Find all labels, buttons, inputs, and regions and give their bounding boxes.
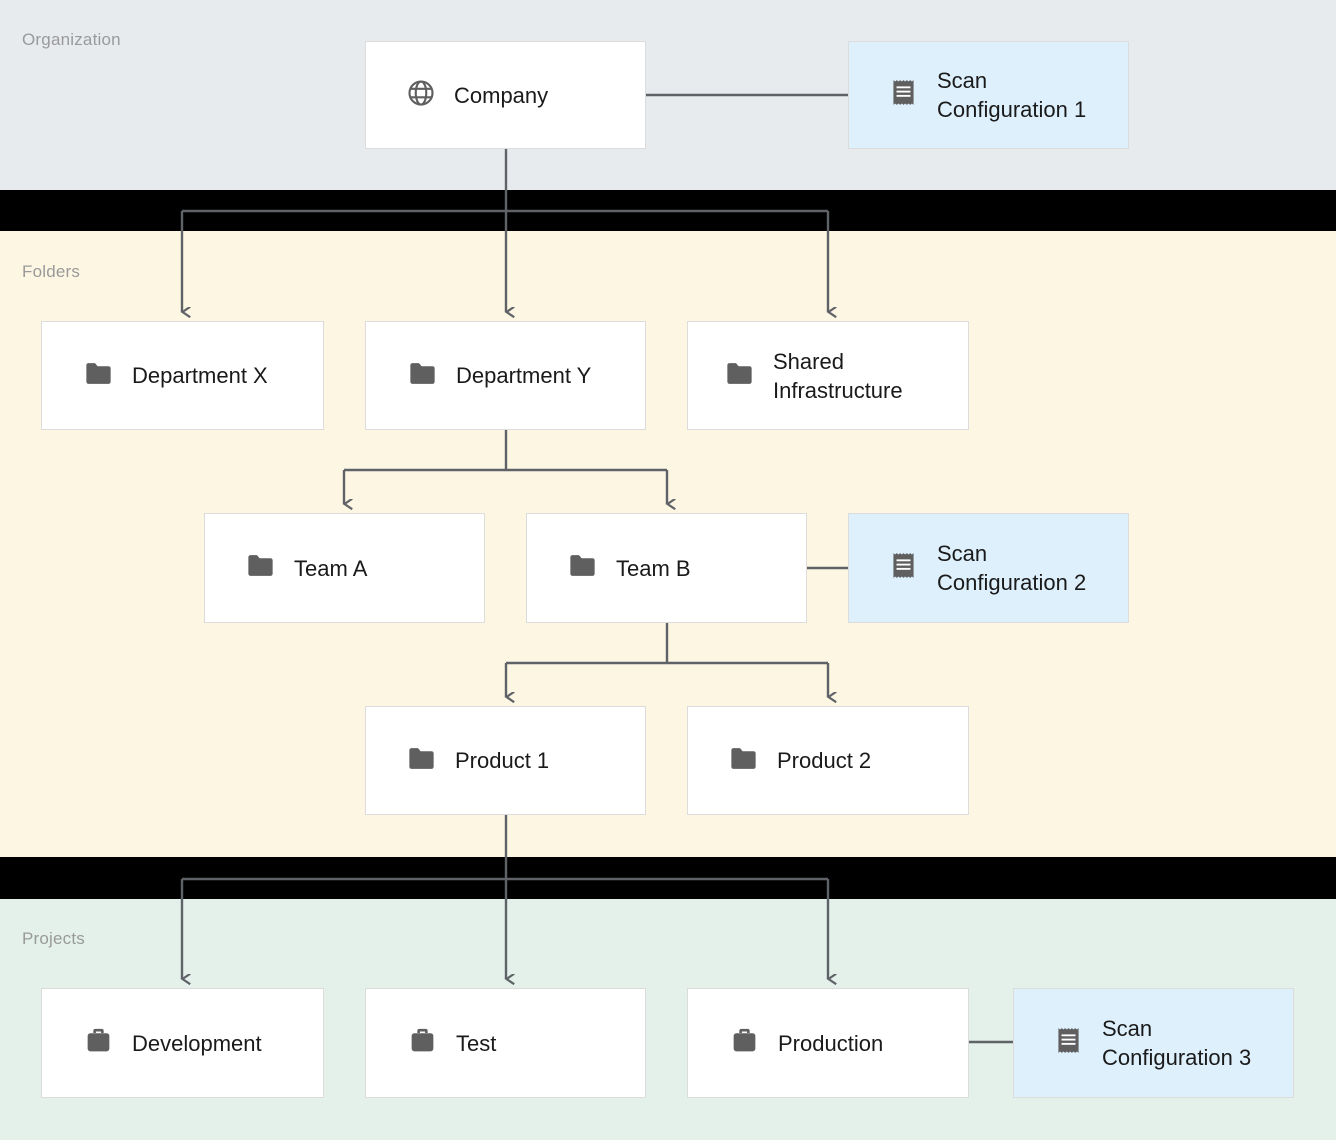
folder-icon: [728, 743, 759, 779]
folder-icon: [407, 358, 438, 394]
node-label: Shared Infrastructure: [773, 348, 903, 403]
node-scan-configuration-3[interactable]: Scan Configuration 3: [1013, 988, 1294, 1098]
node-team-b[interactable]: Team B: [526, 513, 807, 623]
node-label: Department X: [132, 363, 268, 388]
node-production[interactable]: Production: [687, 988, 969, 1098]
globe-icon: [406, 78, 436, 113]
node-label: Product 1: [455, 748, 550, 773]
folder-icon: [406, 743, 437, 779]
node-company[interactable]: Company: [365, 41, 646, 149]
folder-icon: [245, 550, 276, 586]
node-label: Scan Configuration 1: [937, 68, 1087, 122]
node-label: Development: [132, 1030, 262, 1056]
node-label: Company: [454, 82, 549, 108]
node-label: Department Y: [456, 363, 592, 388]
node-label: Team A: [294, 555, 368, 581]
band-label-projects: Projects: [22, 929, 86, 948]
node-label: Team B: [616, 555, 691, 581]
receipt-icon: [888, 550, 919, 586]
briefcase-icon: [83, 1025, 114, 1061]
band-label-organization: Organization: [22, 30, 121, 49]
node-product-2[interactable]: Product 2: [687, 706, 969, 815]
briefcase-icon: [729, 1025, 760, 1061]
node-department-x[interactable]: Department X: [41, 321, 324, 430]
node-scan-configuration-2[interactable]: Scan Configuration 2: [848, 513, 1129, 623]
node-label: Production: [778, 1030, 884, 1056]
node-label: Test: [456, 1030, 497, 1056]
node-label: Scan Configuration 2: [937, 541, 1087, 595]
node-development[interactable]: Development: [41, 988, 324, 1098]
node-label: Product 2: [777, 748, 872, 773]
folder-icon: [724, 358, 755, 394]
folder-icon: [567, 550, 598, 586]
receipt-icon: [888, 77, 919, 113]
node-test[interactable]: Test: [365, 988, 646, 1098]
receipt-icon: [1053, 1025, 1084, 1061]
band-label-folders: Folders: [22, 262, 81, 281]
node-team-a[interactable]: Team A: [204, 513, 485, 623]
node-product-1[interactable]: Product 1: [365, 706, 646, 815]
node-department-y[interactable]: Department Y: [365, 321, 646, 430]
band-organization: [0, 0, 1336, 190]
node-shared-infrastructure[interactable]: Shared Infrastructure: [687, 321, 969, 430]
briefcase-icon: [407, 1025, 438, 1061]
node-label: Scan Configuration 3: [1102, 1016, 1252, 1070]
folder-icon: [83, 358, 114, 394]
node-scan-configuration-1[interactable]: Scan Configuration 1: [848, 41, 1129, 149]
